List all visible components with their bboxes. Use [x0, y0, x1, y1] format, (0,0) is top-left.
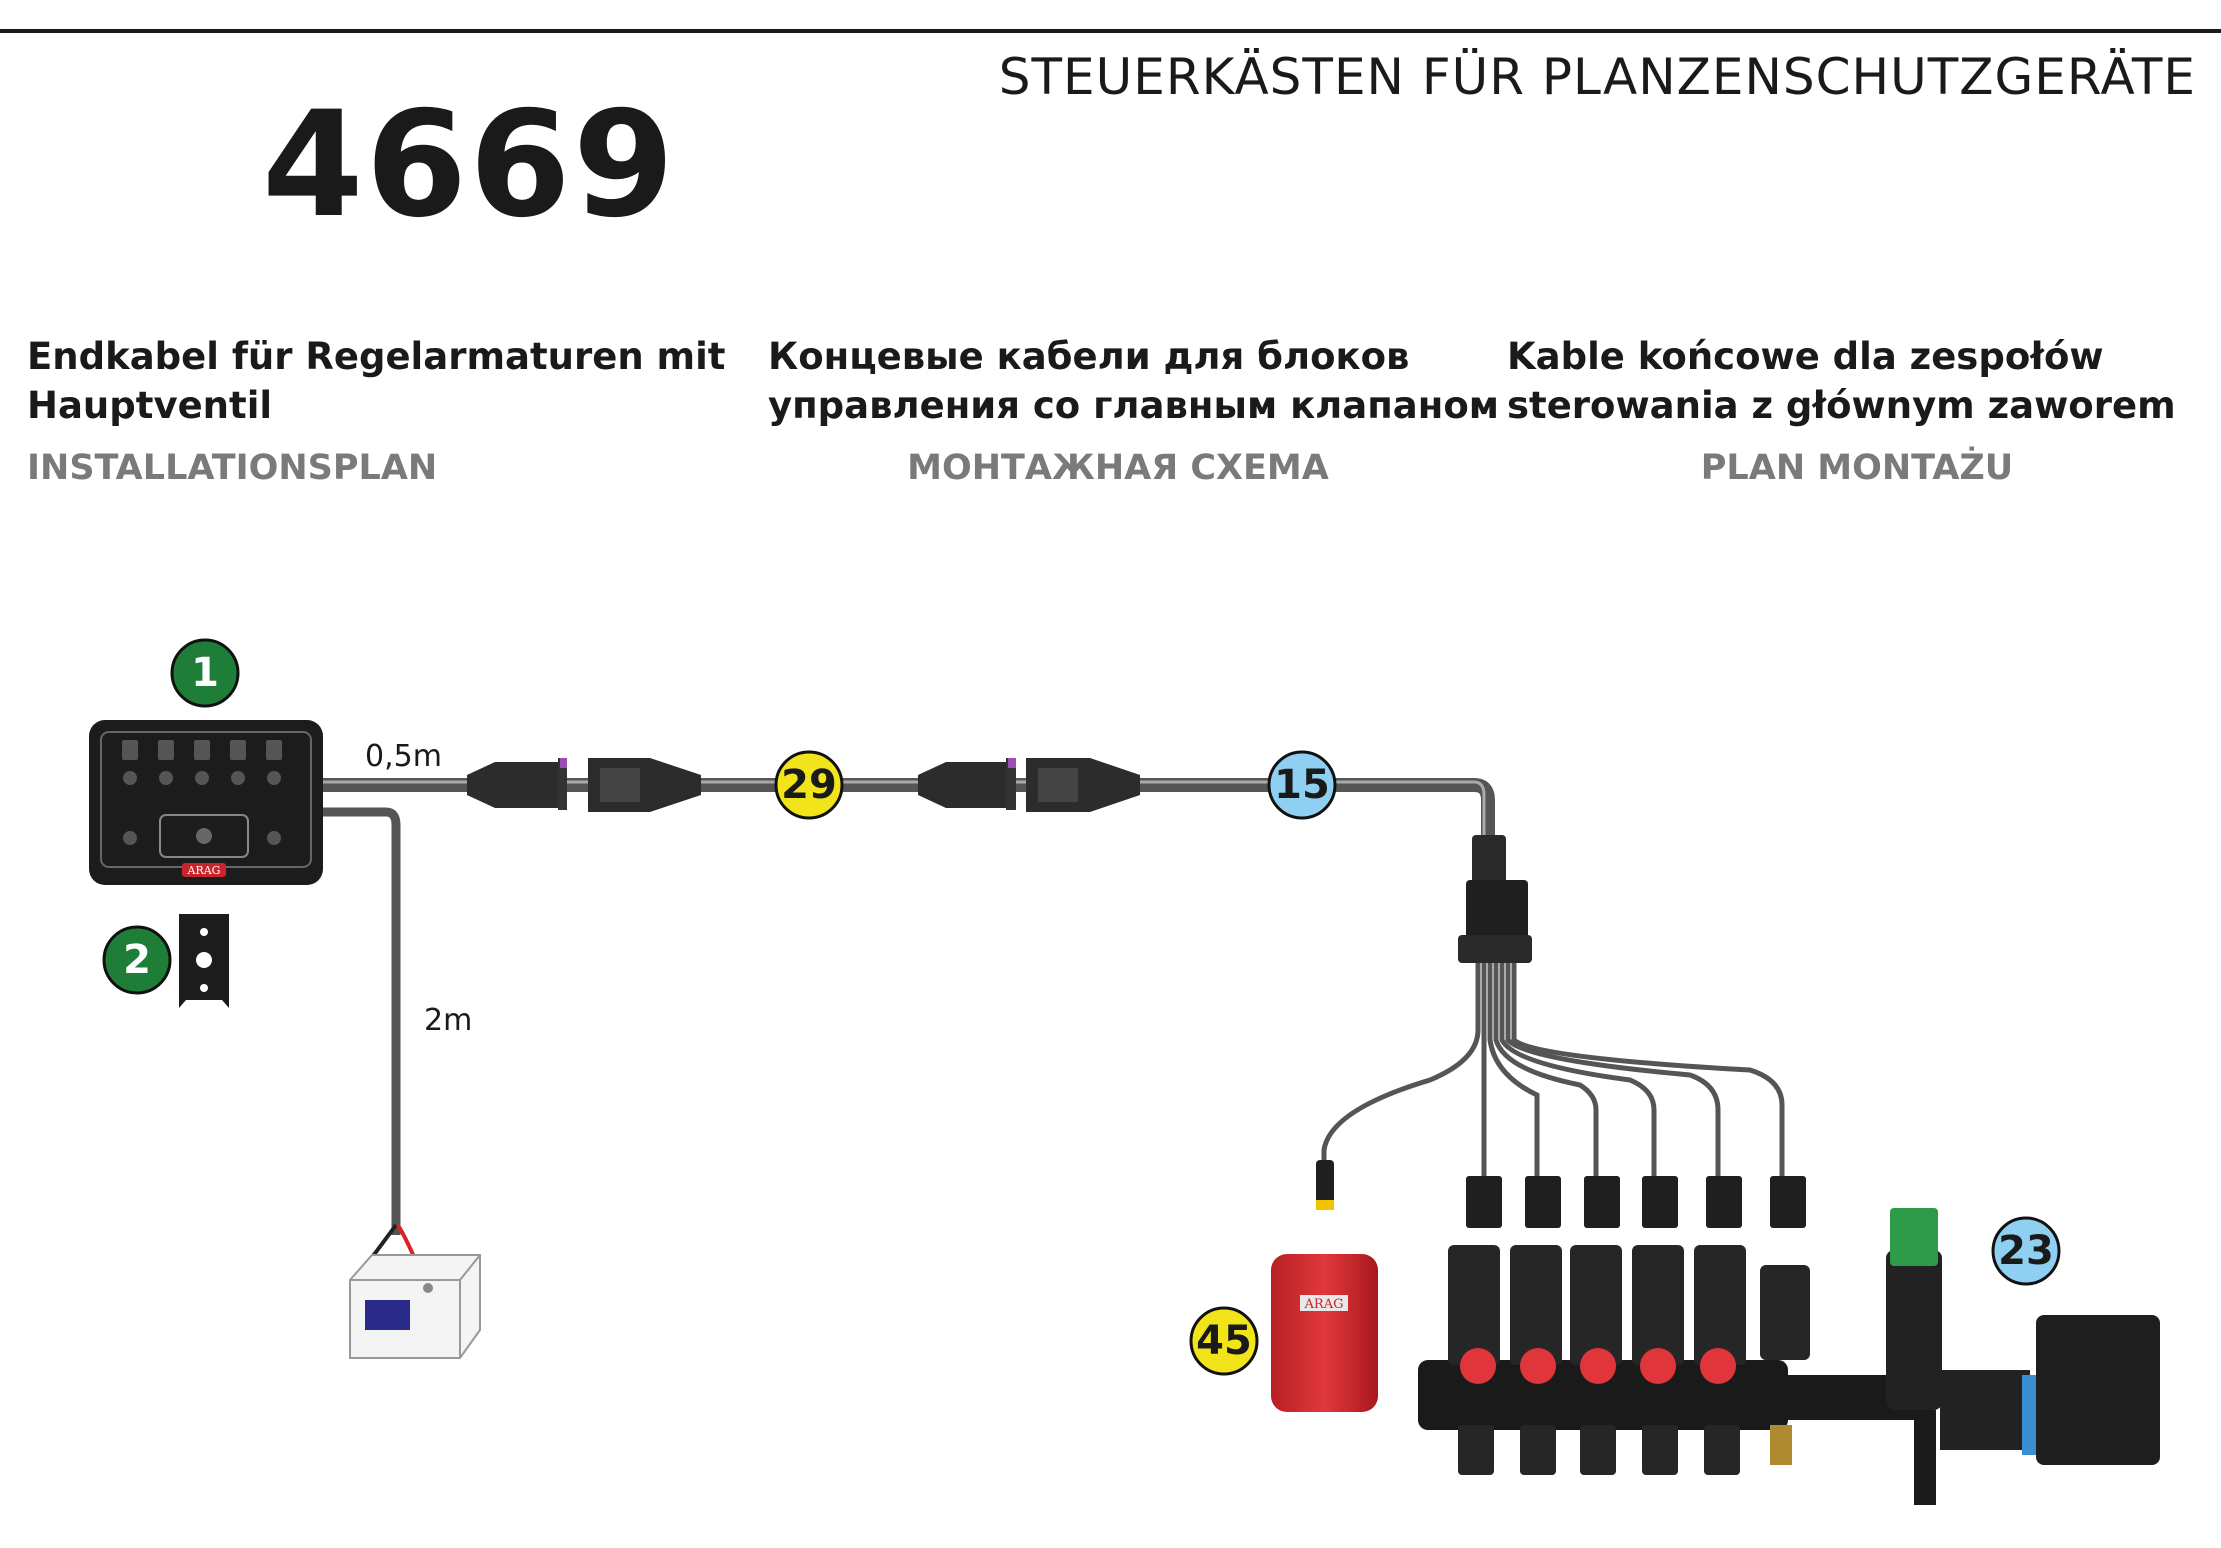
valve-plugs — [1316, 1160, 1806, 1228]
valve-assembly — [1418, 1208, 2160, 1505]
badge-15: 15 — [1267, 750, 1337, 820]
heading-line-2: управления со главным клапаном — [768, 384, 1500, 427]
badge-label: 15 — [1274, 762, 1330, 808]
heading-line-2: sterowania z głównym zaworem — [1507, 384, 2176, 427]
product-code: 4669 — [262, 80, 677, 250]
heading-line-1: Kable końcowe dla zespołów — [1507, 335, 2104, 378]
power-cable — [323, 807, 430, 1291]
mounting-bracket — [179, 914, 229, 1008]
page-title: STEUERKÄSTEN FÜR PLANZENSCHUTZGERÄTE — [998, 48, 2196, 106]
badge-label: 1 — [191, 650, 219, 696]
connector-plug — [918, 758, 1016, 810]
subheading: МОНТАЖНАЯ СХЕМА — [907, 448, 1329, 488]
brand-logo: ARAG — [1304, 1297, 1344, 1312]
control-cable — [323, 778, 1495, 845]
connector-socket — [588, 758, 701, 812]
top-rule — [0, 29, 2221, 33]
cable-length-2m: 2m — [424, 1003, 472, 1038]
control-unit: ARAG — [89, 720, 323, 885]
heading-line-2: Hauptventil — [27, 384, 273, 427]
column-german: Endkabel für Regelarmaturen mit Hauptven… — [27, 332, 727, 488]
connector-socket — [1026, 758, 1140, 812]
badge-label: 45 — [1196, 1318, 1252, 1364]
badge-label: 2 — [123, 937, 151, 983]
badge-label: 23 — [1998, 1228, 2054, 1274]
subheading: INSTALLATIONSPLAN — [27, 448, 438, 488]
column-polish: Kable końcowe dla zespołów sterowania z … — [1507, 332, 2207, 488]
battery-icon — [349, 1254, 481, 1359]
badge-label: 29 — [781, 762, 837, 808]
electronic-unit: ARAG — [1271, 1254, 1378, 1412]
heading-line-1: Концевые кабели для блоков — [768, 335, 1410, 378]
badge-45: 45 — [1189, 1306, 1259, 1376]
fan-out-wires — [1321, 963, 1785, 1176]
brand-logo: ARAG — [187, 864, 221, 877]
subheading: PLAN MONTAŻU — [1700, 448, 2014, 488]
badge-29: 29 — [774, 750, 844, 820]
badge-1: 1 — [170, 638, 240, 708]
cable-length-0-5m: 0,5m — [365, 739, 442, 774]
badge-2: 2 — [102, 925, 172, 995]
heading-line-1: Endkabel für Regelarmaturen mit — [27, 335, 726, 378]
badge-23: 23 — [1991, 1216, 2061, 1286]
connector-plug — [467, 758, 567, 810]
column-russian: Концевые кабели для блоков управления со… — [768, 332, 1500, 488]
distribution-connector — [1458, 835, 1532, 963]
